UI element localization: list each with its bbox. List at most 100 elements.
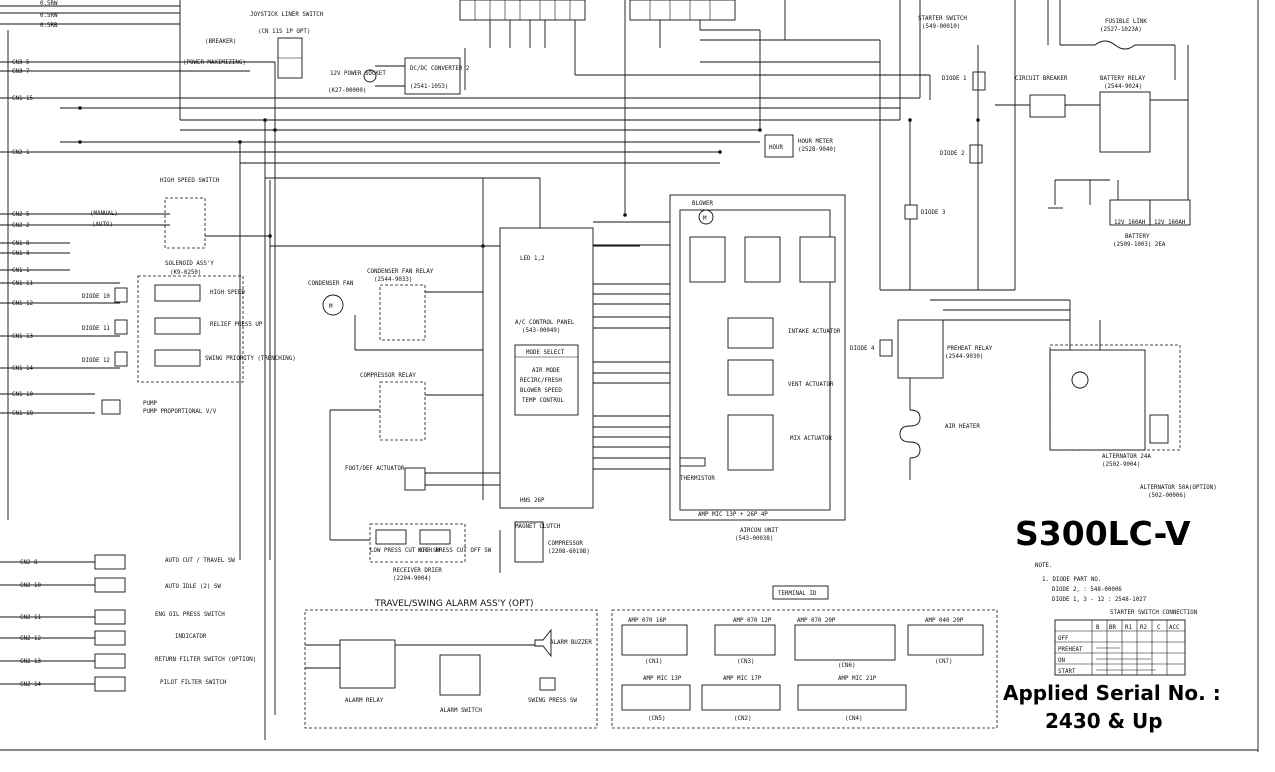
svg-text:RELIEF PRESS UP: RELIEF PRESS UP — [210, 322, 263, 328]
power-socket: 12V POWER SOCKET (K27-00000) — [328, 69, 386, 94]
svg-text:INTAKE ACTUATOR: INTAKE ACTUATOR — [788, 329, 841, 335]
svg-text:HIGH SPEED: HIGH SPEED — [210, 290, 245, 296]
svg-text:ALTERNATOR 50A(OPTION): ALTERNATOR 50A(OPTION) — [1140, 485, 1217, 491]
conn-label: CN2-8 — [20, 560, 38, 566]
conn-label: CN1-1 — [12, 268, 30, 274]
svg-text:MIX ACTUATOR: MIX ACTUATOR — [790, 436, 832, 442]
svg-text:STARTER SWITCH CONNECTION: STARTER SWITCH CONNECTION — [1110, 610, 1198, 616]
svg-text:AMP MIC 17P: AMP MIC 17P — [723, 676, 762, 682]
svg-text:12V POWER SOCKET: 12V POWER SOCKET — [330, 71, 386, 77]
svg-text:ALARM BUZZER: ALARM BUZZER — [550, 640, 592, 646]
conn-label: CN2-12 — [20, 636, 41, 642]
svg-text:(2208-6019B): (2208-6019B) — [548, 549, 590, 555]
svg-text:AMP 070 12P: AMP 070 12P — [733, 618, 772, 624]
pressure-switches: LOW PRESS CUT OFF SW HIGH PRESS CUT OFF … — [330, 523, 492, 582]
condenser-fan-relay: CONDENSER FAN RELAY (2544-9033) — [354, 269, 483, 351]
svg-text:TEMP CONTROL: TEMP CONTROL — [522, 398, 564, 404]
conn-label: CN2-10 — [20, 583, 41, 589]
foot-def-actuator: FOOT/DEF ACTUATOR — [345, 466, 500, 491]
junction-dots — [78, 106, 980, 248]
conn-label: CN2-2 — [12, 223, 29, 229]
hour-meter: HOUR HOUR METER (2528-9040) — [764, 134, 836, 158]
svg-text:(2544-9024): (2544-9024) — [1104, 84, 1142, 90]
svg-text:(CN 11S 1P OPT): (CN 11S 1P OPT) — [258, 29, 310, 35]
svg-text:(CN5): (CN5) — [648, 716, 665, 722]
svg-text:LED 1,2: LED 1,2 — [520, 256, 544, 262]
preheat-relay: PREHEAT RELAY (2544-9030) DIODE 4 — [850, 0, 1070, 379]
wire-label: 0.5RW — [40, 1, 58, 7]
compressor-relay: COMPRESSOR RELAY — [329, 373, 483, 540]
pump-proportional-valve: PUMP PUMP PROPORTIONAL V/V — [101, 399, 217, 415]
svg-text:AMP 070 16P: AMP 070 16P — [628, 618, 667, 624]
svg-text:SWING PRIORITY (TRENCHING): SWING PRIORITY (TRENCHING) — [205, 356, 296, 362]
svg-text:OFF: OFF — [1058, 636, 1069, 642]
air-heater: AIR HEATER — [899, 378, 980, 480]
svg-text:AIR HEATER: AIR HEATER — [945, 424, 980, 430]
diodes-right: DIODE 1 DIODE 2 DIODE 3 — [904, 45, 986, 290]
svg-text:(CN7): (CN7) — [935, 659, 952, 665]
svg-text:AIRCON UNIT: AIRCON UNIT — [740, 528, 779, 534]
svg-text:STARTER SWITCH: STARTER SWITCH — [918, 16, 967, 22]
svg-text:(BREAKER): (BREAKER) — [205, 39, 236, 45]
conn-label: CN2-11 — [20, 615, 41, 621]
svg-text:TERMINAL ID: TERMINAL ID — [778, 591, 817, 597]
svg-text:ALTERNATOR 24A: ALTERNATOR 24A — [1102, 454, 1151, 460]
battery: 12V 160AH 12V 160AH BATTERY (2509-1003) … — [1048, 179, 1191, 248]
svg-text:(502-00006): (502-00006) — [1148, 493, 1186, 499]
bottom-left-switches: AUTO CUT / TRAVEL SW AUTO IDLE (2) SW EN… — [94, 554, 256, 692]
conn-label: CN1-14 — [12, 366, 33, 372]
conn-label: CN1-18 — [12, 411, 33, 417]
condenser-fan: M CONDENSER FAN — [308, 281, 354, 316]
svg-text:PUMP: PUMP — [143, 401, 157, 407]
svg-text:SWING PRESS SW: SWING PRESS SW — [528, 698, 577, 704]
svg-text:(2204-9004): (2204-9004) — [393, 576, 431, 582]
svg-text:RETURN FILTER SWITCH (OPTION): RETURN FILTER SWITCH (OPTION) — [155, 657, 256, 663]
svg-text:12V 160AH: 12V 160AH — [1154, 220, 1186, 226]
svg-text:RECEIVER DRIER: RECEIVER DRIER — [393, 568, 442, 574]
svg-text:(CN1): (CN1) — [645, 659, 662, 665]
svg-text:MAGNET CLUTCH: MAGNET CLUTCH — [515, 524, 561, 530]
svg-text:AMP MIC 21P: AMP MIC 21P — [838, 676, 877, 682]
svg-text:AMP MIC 13P: AMP MIC 13P — [643, 676, 682, 682]
ac-control-panel: A/C CONTROL PANEL (543-00049) MODE SELEC… — [499, 221, 670, 509]
travel-swing-alarm-assy: TRAVEL/SWING ALARM ASS'Y (OPT) ALARM REL… — [304, 599, 598, 729]
svg-text:FUSIBLE LINK: FUSIBLE LINK — [1105, 19, 1147, 25]
svg-text:PREHEAT: PREHEAT — [1058, 647, 1083, 653]
svg-text:RECIRC/FRESH: RECIRC/FRESH — [520, 378, 562, 384]
starter-connection-table: B BR R1 R2 C ACC OFF PREHEAT ON START — [1054, 619, 1186, 676]
svg-text:INDICATOR: INDICATOR — [175, 634, 207, 640]
svg-text:PILOT FILTER SWITCH: PILOT FILTER SWITCH — [160, 680, 227, 686]
svg-text:DIODE 2, : 548-00006: DIODE 2, : 548-00006 — [1052, 587, 1122, 593]
svg-text:DC/DC CONVERTER 2: DC/DC CONVERTER 2 — [410, 66, 469, 72]
serial-value: 2430 & Up — [1045, 709, 1163, 733]
left-wire-bundle — [0, 0, 931, 740]
svg-text:NOTE.: NOTE. — [1035, 563, 1052, 569]
svg-text:BLOWER SPEED: BLOWER SPEED — [520, 388, 562, 394]
conn-label: CN2-1 — [12, 150, 30, 156]
svg-text:CONDENSER FAN: CONDENSER FAN — [308, 281, 354, 287]
svg-text:ALARM SWITCH: ALARM SWITCH — [440, 708, 482, 714]
svg-text:(2502-9004): (2502-9004) — [1102, 462, 1140, 468]
svg-text:DIODE 11: DIODE 11 — [82, 326, 110, 332]
dc-dc-converter: DC/DC CONVERTER 2 (2541-1053) — [375, 57, 469, 95]
svg-text:DIODE 10: DIODE 10 — [82, 294, 110, 300]
svg-text:BATTERY: BATTERY — [1125, 234, 1150, 240]
svg-text:AUTO CUT / TRAVEL SW: AUTO CUT / TRAVEL SW — [165, 558, 235, 564]
svg-text:DIODE 2: DIODE 2 — [940, 151, 964, 157]
svg-text:(2541-1053): (2541-1053) — [410, 84, 448, 90]
svg-text:(POWER MAXIMIZING): (POWER MAXIMIZING) — [183, 60, 246, 66]
svg-text:M: M — [329, 304, 333, 310]
svg-text:HIGH SPEED SWITCH: HIGH SPEED SWITCH — [160, 178, 220, 184]
svg-text:(CN2): (CN2) — [734, 716, 751, 722]
svg-text:(MANUAL): (MANUAL) — [90, 211, 118, 217]
model-title: S300LC-V — [1015, 514, 1191, 553]
svg-text:(2544-9033): (2544-9033) — [374, 277, 412, 283]
notes: NOTE. 1. DIODE PART NO. DIODE 2, : 548-0… — [1035, 563, 1198, 616]
conn-label: CN1-8 — [12, 241, 30, 247]
svg-text:R2: R2 — [1140, 625, 1147, 631]
svg-text:PREHEAT RELAY: PREHEAT RELAY — [947, 346, 993, 352]
aircon-unit: BLOWER M INTAKE ACTUATOR VENT ACTUATOR M… — [669, 194, 846, 542]
svg-text:ACC: ACC — [1169, 625, 1180, 631]
svg-text:DIODE 4: DIODE 4 — [850, 346, 875, 352]
alternator: ALTERNATOR 24A (2502-9004) ALTERNATOR 50… — [1049, 300, 1217, 499]
